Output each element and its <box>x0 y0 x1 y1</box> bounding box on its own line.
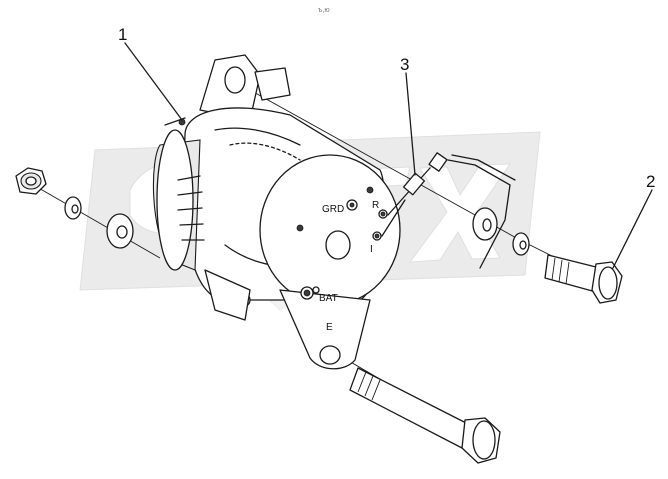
callout-3: 3 <box>400 55 409 74</box>
lock-washer <box>64 196 82 220</box>
grd-terminal <box>346 199 358 211</box>
bat-terminal <box>300 286 320 300</box>
wiring-harness <box>381 152 516 269</box>
r-terminal <box>378 209 388 219</box>
i-terminal <box>372 231 382 241</box>
e-label: E <box>326 322 333 333</box>
cooling-fins <box>177 175 205 241</box>
hex-nut <box>15 167 47 195</box>
flat-washer-left <box>106 213 134 249</box>
i-label: I <box>370 244 373 255</box>
alternator: GRD R I BAT E <box>152 54 401 370</box>
grd-label: GRD <box>322 204 344 215</box>
flat-washer-right <box>472 207 498 241</box>
callout-leaders <box>124 42 653 269</box>
callout-1: 1 <box>118 25 127 44</box>
short-bolt <box>544 254 623 304</box>
corner-mark: ъ,ю <box>318 7 330 14</box>
lock-washer-right <box>512 232 530 256</box>
callout-2: 2 <box>646 172 655 191</box>
bat-label: BAT <box>319 293 338 304</box>
long-bolt <box>349 367 501 464</box>
r-label: R <box>372 200 379 211</box>
